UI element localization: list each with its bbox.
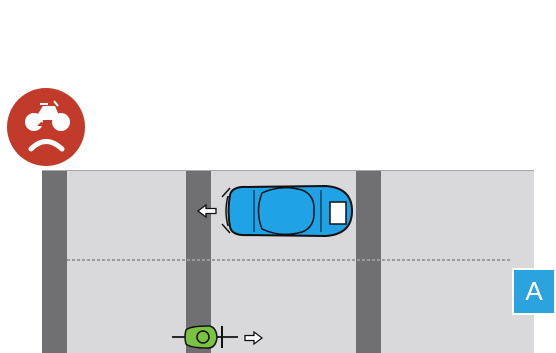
- car-top-view-icon: [222, 186, 352, 236]
- sad-bicycle-icon: [7, 88, 85, 166]
- scenario-label: A: [512, 268, 556, 315]
- crossing-band-left: [42, 171, 67, 353]
- scenario-label-text: A: [525, 276, 542, 307]
- crossing-band-right: [356, 171, 381, 353]
